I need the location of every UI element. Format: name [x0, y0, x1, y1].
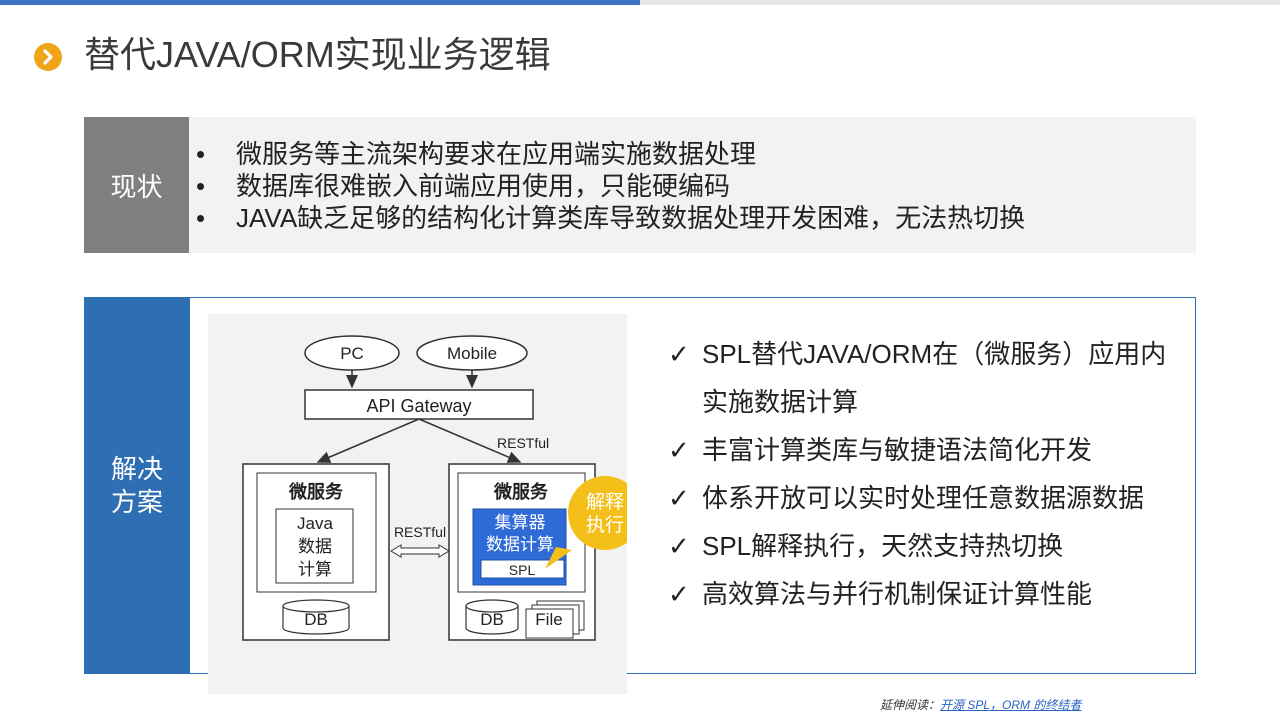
spl-box [480, 559, 565, 579]
bullet-icon: • [196, 139, 206, 169]
gateway-box [304, 389, 534, 420]
footnote: 延伸阅读：开源 SPL，ORM 的终结者 [880, 698, 1082, 712]
arrow [418, 418, 522, 463]
check-icon: ✓ [668, 579, 690, 609]
svg-text:解释: 解释 [586, 491, 624, 513]
pc-label: PC [340, 344, 364, 363]
architecture-diagram: PC Mobile API Gateway RESTful 微服务 Java 数… [242, 335, 627, 641]
bullet-icon: • [196, 171, 206, 201]
check-icon: ✓ [668, 339, 690, 369]
solution-list: ✓SPL替代JAVA/ORM在（微服务）应用内 实施数据计算 ✓丰富计算类库与敏… [668, 330, 1166, 618]
status-panel [189, 117, 1196, 253]
further-reading-link[interactable]: 开源 SPL，ORM 的终结者 [940, 698, 1082, 712]
bidirectional-arrow-icon [390, 544, 450, 558]
chevron-right-icon [34, 43, 62, 71]
db-icon [282, 599, 350, 635]
list-item: •数据库很难嵌入前端应用使用，只能硬编码 [196, 171, 731, 201]
svg-text:计算: 计算 [298, 560, 332, 579]
list-item: ✓SPL解释执行，天然支持热切换 [668, 522, 1166, 570]
file-label: File [535, 610, 562, 629]
list-item: ✓SPL替代JAVA/ORM在（微服务）应用内 [668, 330, 1166, 378]
svg-text:Java: Java [297, 514, 333, 533]
svg-text:数据: 数据 [298, 537, 332, 556]
restful-label: RESTful [497, 435, 549, 451]
left-service-title: 微服务 [288, 481, 344, 502]
list-item: •微服务等主流架构要求在应用端实施数据处理 [196, 139, 757, 169]
check-icon: ✓ [668, 483, 690, 513]
mobile-label: Mobile [447, 344, 497, 363]
spl-label: SPL [509, 562, 536, 578]
check-icon: ✓ [668, 531, 690, 561]
restful-label: RESTful [394, 524, 446, 540]
solution-label: 解决方案 [84, 297, 190, 674]
top-accent-bar-right [640, 0, 1280, 5]
list-item-continuation: 实施数据计算 [702, 387, 859, 417]
status-list: •微服务等主流架构要求在应用端实施数据处理 •数据库很难嵌入前端应用使用，只能硬… [196, 138, 1025, 234]
top-accent-bar [0, 0, 640, 5]
db-label: DB [304, 610, 328, 629]
svg-text:集算器: 集算器 [495, 513, 546, 532]
svg-text:执行: 执行 [586, 514, 624, 536]
page-title: 替代JAVA/ORM实现业务逻辑 [84, 34, 551, 75]
arrow [316, 418, 420, 463]
svg-text:数据计算: 数据计算 [486, 535, 554, 554]
list-item: ✓体系开放可以实时处理任意数据源数据 [668, 474, 1166, 522]
list-item: ✓丰富计算类库与敏捷语法简化开发 [668, 426, 1166, 474]
bullet-icon: • [196, 203, 206, 233]
db-label: DB [480, 610, 504, 629]
status-label: 现状 [84, 117, 189, 253]
right-service-title: 微服务 [493, 481, 549, 502]
db-icon [465, 599, 519, 635]
file-icon [525, 600, 585, 639]
callout-bubble [545, 476, 627, 569]
check-icon: ✓ [668, 435, 690, 465]
gateway-label: API Gateway [366, 396, 471, 416]
java-box [275, 508, 354, 584]
list-item: ✓高效算法与并行机制保证计算性能 [668, 570, 1166, 618]
list-item: •JAVA缺乏足够的结构化计算类库导致数据处理开发困难，无法热切换 [196, 203, 1026, 233]
